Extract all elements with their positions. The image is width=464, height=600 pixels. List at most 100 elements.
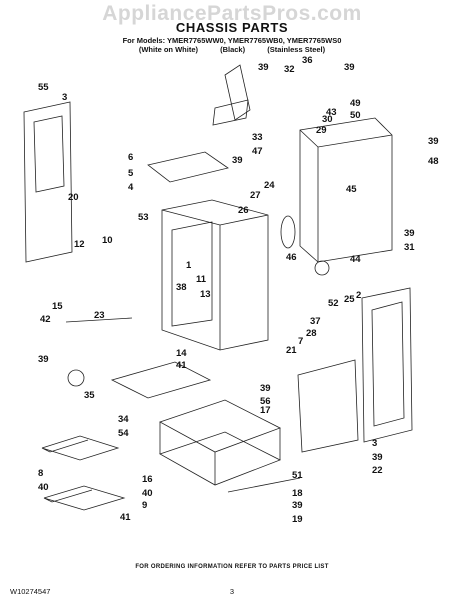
watermark: AppliancePartsPros.com (102, 2, 362, 25)
callout-27: 27 (250, 190, 261, 201)
callout-51: 51 (292, 470, 303, 481)
rear-panel (299, 117, 393, 263)
document-number: W10274547 (10, 587, 51, 596)
callout-39b: 39 (38, 354, 49, 365)
callout-7: 7 (298, 336, 303, 347)
callout-37: 37 (310, 316, 321, 327)
page-number: 3 (229, 587, 235, 596)
callout-53: 53 (138, 212, 149, 223)
callout-8: 8 (38, 468, 43, 479)
callout-30: 30 (322, 114, 333, 125)
callout-39: 39 (232, 155, 243, 166)
callout-42: 42 (40, 314, 51, 325)
broil-element (43, 485, 126, 511)
right-panel-window (371, 301, 405, 427)
oven-cavity (161, 199, 269, 351)
callout-25: 25 (344, 294, 355, 305)
oven-cavity-opening (171, 221, 213, 327)
bake-element (41, 435, 120, 461)
back-cover (297, 359, 359, 453)
side-panel-window (33, 115, 65, 193)
page-title: CHASSIS PARTS (175, 20, 289, 35)
callout-1: 1 (186, 260, 192, 271)
callout-38: 38 (176, 282, 187, 293)
right-side-panel (361, 287, 413, 443)
callout-39g: 39 (260, 383, 271, 394)
callout-35: 35 (84, 390, 95, 401)
hinge-rod (65, 317, 133, 323)
callout-56: 56 (260, 396, 271, 407)
callout-4: 4 (128, 182, 134, 193)
motor-pulley (314, 260, 330, 276)
callout-40: 40 (38, 482, 49, 493)
callout-9: 9 (142, 500, 147, 511)
callout-28: 28 (306, 328, 317, 339)
callout-32: 32 (284, 64, 295, 75)
callout-22: 22 (372, 465, 383, 476)
top-burner-box (147, 151, 229, 183)
callout-3: 3 (62, 92, 67, 103)
callout-16: 16 (142, 474, 153, 485)
callout-26: 26 (238, 205, 249, 216)
callout-29: 29 (316, 125, 327, 136)
callout-23: 23 (94, 310, 105, 321)
callout-21: 21 (286, 345, 297, 356)
knob (67, 369, 85, 387)
callout-39d: 39 (344, 62, 355, 73)
model-variants: (White on White) (Black) (Stainless Stee… (0, 45, 464, 54)
variant-white: (White on White) (138, 45, 198, 54)
callout-12: 12 (74, 239, 85, 250)
part-drawings (23, 64, 413, 511)
callout-44: 44 (350, 254, 361, 265)
callout-41: 41 (176, 360, 187, 371)
callout-17: 17 (260, 405, 271, 416)
callout-39h: 39 (372, 452, 383, 463)
left-side-panel (23, 101, 73, 263)
callout-55: 55 (38, 82, 49, 93)
callout-20: 20 (68, 192, 79, 203)
callout-49: 49 (350, 98, 361, 109)
callout-48: 48 (428, 156, 439, 167)
callout-45: 45 (346, 184, 357, 195)
callout-24: 24 (264, 180, 275, 191)
callout-10: 10 (102, 235, 113, 246)
callout-39f: 39 (404, 228, 415, 239)
callout-34: 34 (118, 414, 129, 425)
callout-2: 2 (356, 290, 361, 301)
callout-43: 43 (326, 107, 337, 118)
variant-black: (Black) (220, 45, 246, 54)
vent-bracket (224, 64, 251, 121)
callout-6: 6 (128, 152, 133, 163)
callout-15: 15 (52, 301, 63, 312)
terminal-block (280, 215, 296, 249)
callout-33: 33 (252, 132, 263, 143)
callout-39c: 39 (258, 62, 269, 73)
callout-50: 50 (350, 110, 361, 121)
model-list: For Models: YMER7765WW0, YMER7765WB0, YM… (122, 36, 342, 45)
storage-drawer (159, 431, 281, 486)
callout-31: 31 (404, 242, 415, 253)
ordering-note: FOR ORDERING INFORMATION REFER TO PARTS … (135, 564, 329, 570)
callout-19: 19 (292, 514, 303, 525)
callout-5: 5 (128, 168, 134, 179)
leveling-rail (227, 477, 301, 493)
callout-labels: 55 3 20 6 39 5 4 53 12 10 1 11 15 42 23 … (38, 55, 439, 525)
callout-41b: 41 (120, 512, 131, 523)
callout-39e: 39 (428, 136, 439, 147)
vent-trim (212, 99, 249, 126)
oven-bottom (110, 361, 212, 399)
callout-39i: 39 (292, 500, 303, 511)
callout-36: 36 (302, 55, 313, 66)
callout-40b: 40 (142, 488, 153, 499)
callout-14: 14 (176, 348, 187, 359)
callout-54: 54 (118, 428, 129, 439)
callout-52: 52 (328, 298, 339, 309)
callout-47: 47 (252, 146, 263, 157)
callout-46: 46 (286, 252, 297, 263)
callout-11: 11 (196, 274, 207, 285)
callout-18: 18 (292, 488, 303, 499)
callout-13: 13 (200, 289, 211, 300)
variant-stainless: (Stainless Steel) (267, 45, 326, 54)
callout-3b: 3 (372, 438, 377, 449)
